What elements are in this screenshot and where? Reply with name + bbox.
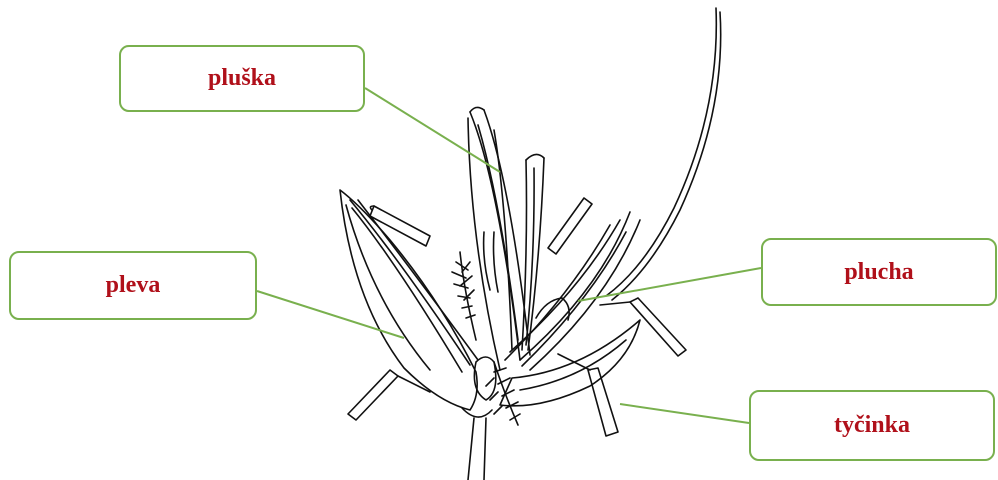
label-tycinka: tyčinka (749, 390, 995, 461)
stamen-bottom-left (348, 370, 398, 420)
awn (612, 12, 721, 300)
leader-tycinka (620, 404, 749, 423)
stamen-top-left (370, 206, 430, 246)
stem (468, 418, 486, 480)
label-pleva: pleva (9, 251, 257, 320)
stamen-bottom-right (588, 368, 618, 436)
label-pluska-text: pluška (208, 65, 276, 92)
stamen-top-right (548, 198, 592, 254)
label-pluska: pluška (119, 45, 365, 112)
palea-leaf (470, 110, 530, 360)
glume-leaf (340, 190, 477, 410)
label-plucha-text: plucha (844, 259, 913, 286)
label-pleva-text: pleva (106, 272, 161, 299)
label-plucha: plucha (761, 238, 997, 306)
label-tycinka-text: tyčinka (834, 412, 910, 439)
